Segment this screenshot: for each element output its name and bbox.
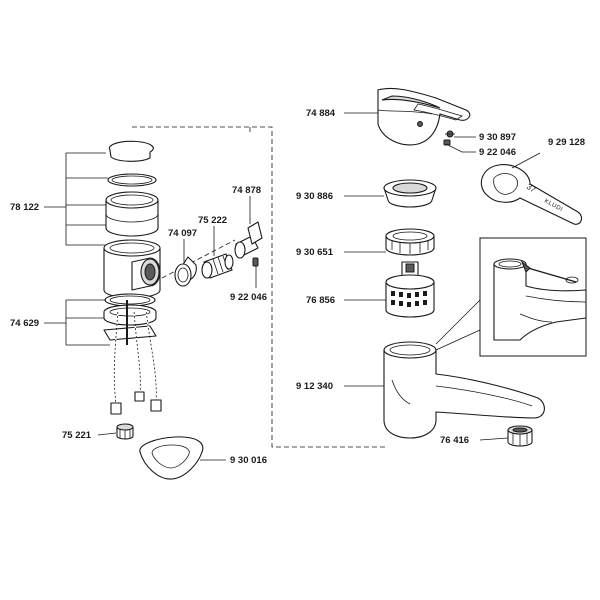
- label-76856: 76 856: [306, 295, 335, 306]
- flex-hoses: [110, 309, 162, 415]
- label-74878: 74 878: [232, 185, 261, 196]
- inlet-nut: [116, 423, 134, 440]
- wrench-tool-929128: 37 KLUDI: [480, 164, 583, 225]
- retaining-ring: [108, 140, 154, 162]
- aerator-76416: [507, 425, 533, 447]
- label-930016: 9 30 016: [230, 455, 267, 466]
- screw-930897: [445, 130, 455, 138]
- label-912340: 9 12 340: [296, 381, 333, 392]
- inset-tool-pin: [527, 267, 577, 283]
- assembly-dashed-line: [132, 126, 385, 448]
- label-74884: 74 884: [306, 108, 336, 119]
- side-ring-74097: [174, 256, 197, 287]
- label-74629: 74 629: [10, 318, 39, 329]
- label-922046-left: 9 22 046: [230, 292, 267, 303]
- side-cartridge-75222: [201, 253, 234, 279]
- label-922046-right: 9 22 046: [479, 147, 516, 158]
- assembly-dashed-line-side: [161, 239, 236, 279]
- label-74097: 74 097: [168, 228, 197, 239]
- leader-lines: [44, 112, 541, 461]
- cap-922046-right: [443, 139, 451, 146]
- detail-inset: [435, 237, 587, 357]
- set-screw-922046-left: [252, 257, 259, 267]
- label-930651: 9 30 651: [296, 247, 334, 258]
- faucet-body-912340: [383, 341, 545, 439]
- sleeve: [105, 200, 159, 237]
- label-78122: 78 122: [10, 202, 39, 213]
- hose-fitting-right: [150, 399, 162, 412]
- lever-handle-74884: [377, 87, 471, 146]
- hose-fitting-left: [110, 402, 122, 415]
- label-76416: 76 416: [440, 435, 469, 446]
- label-75221: 75 221: [62, 430, 92, 441]
- cover-cap-930886: [383, 179, 437, 208]
- label-75222: 75 222: [198, 215, 227, 226]
- base-seal-plate: [139, 436, 204, 480]
- label-930886: 9 30 886: [296, 191, 333, 202]
- label-929128: 9 29 128: [548, 137, 585, 148]
- threaded-ring-930651: [385, 228, 435, 256]
- left-assembly: [103, 140, 162, 415]
- side-lever-74878: [234, 221, 263, 259]
- ceramic-cartridge-76856: [385, 261, 435, 318]
- label-930897: 9 30 897: [479, 132, 516, 143]
